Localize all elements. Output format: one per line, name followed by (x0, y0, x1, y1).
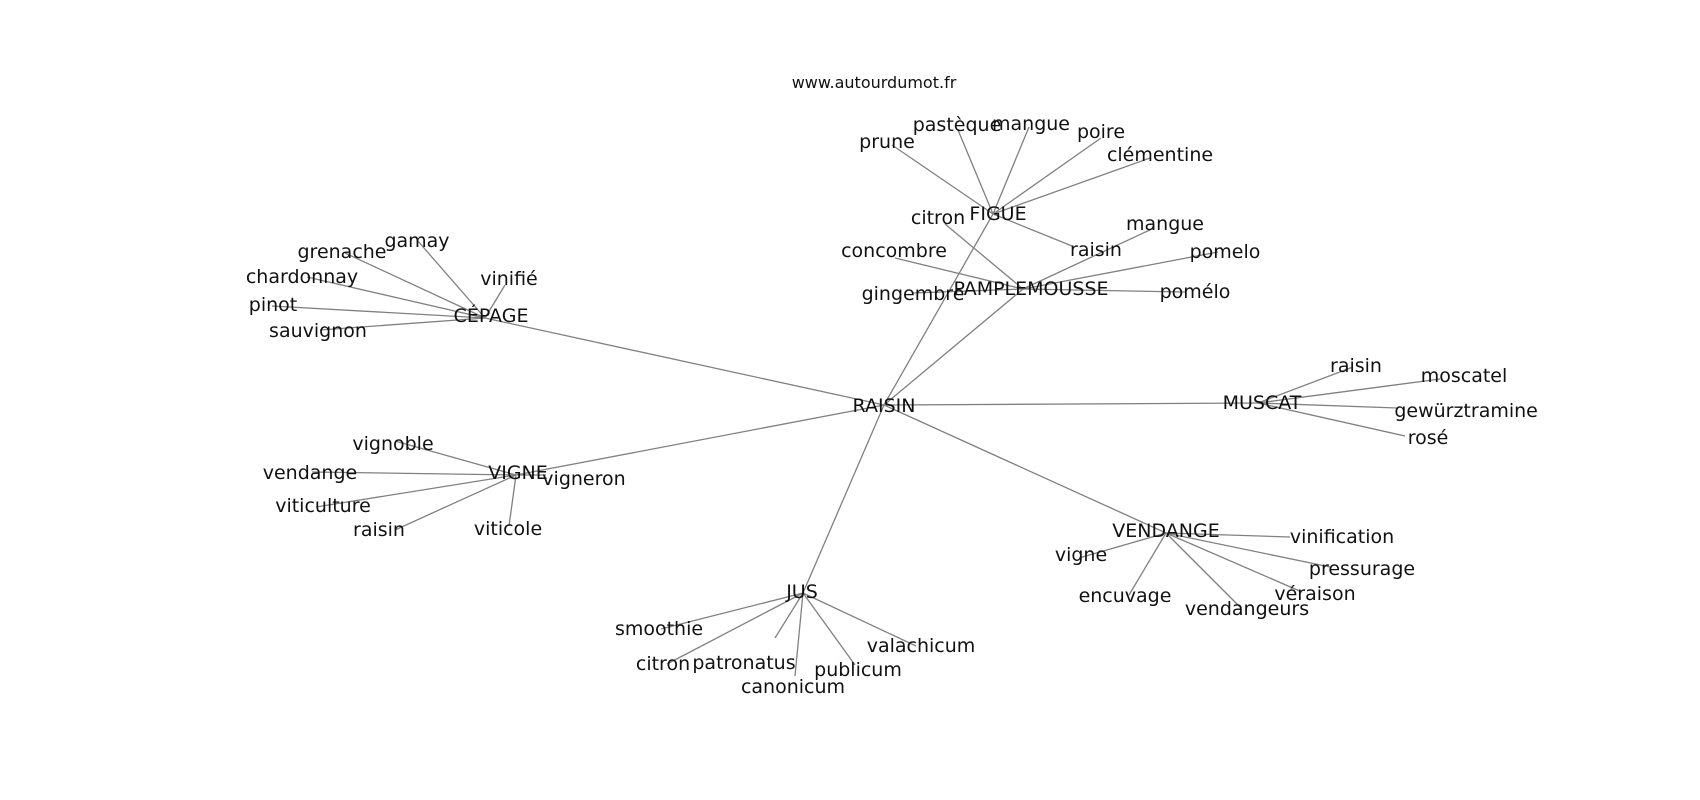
edge-vigne-vendange (311, 471, 517, 476)
node-word-pressurage[interactable]: pressurage (1309, 558, 1415, 580)
edge-pamplemousse-mangue (1022, 227, 1155, 290)
edge-vendange-veraison (1165, 532, 1303, 593)
node-word-patronatus[interactable]: patronatus (692, 652, 795, 674)
node-word-grenache[interactable]: grenache (297, 241, 386, 263)
edge-center-vigne (515, 404, 885, 476)
edge-vigne-viticole (508, 474, 517, 527)
edge-jus-citron (666, 592, 804, 665)
edge-cepage-gamay (416, 239, 486, 319)
edge-pamplemousse-pomelo (1022, 288, 1186, 293)
edge-figue-clementine (992, 157, 1151, 215)
node-word-clementine[interactable]: clémentine (1107, 144, 1213, 166)
node-word-sauvignon[interactable]: sauvignon (269, 320, 367, 342)
edge-center-figue (883, 213, 994, 406)
node-word-citron[interactable]: citron (911, 207, 965, 229)
node-word-mangue[interactable]: mangue (1126, 213, 1204, 235)
edge-center-muscat (883, 402, 1259, 406)
edge-pamplemousse-citron (944, 223, 1024, 290)
node-word-vigne[interactable]: vigne (1055, 544, 1107, 566)
edge-figue-mangue (992, 126, 1030, 215)
node-hub-jus[interactable]: JUS (785, 581, 818, 603)
edge-cepage-chardonnay (306, 276, 486, 319)
node-word-vendangeurs[interactable]: vendangeurs (1185, 598, 1309, 620)
edge-figue-prune (891, 144, 994, 215)
node-hub-figue[interactable]: FIGUE (969, 203, 1026, 225)
node-word-vigneron[interactable]: vigneron (542, 468, 625, 490)
edge-jus-smoothie (660, 592, 804, 630)
edge-muscat-moscatel (1257, 378, 1441, 404)
node-hub-vendange[interactable]: VENDANGE (1112, 520, 1219, 542)
node-word-rose[interactable]: rosé (1408, 427, 1449, 449)
edge-vendange-vigne (1078, 532, 1167, 559)
node-word-raisin[interactable]: raisin (1070, 239, 1122, 261)
edge-center-jus (802, 404, 885, 594)
node-word-raisin[interactable]: raisin (353, 519, 405, 541)
node-word-gamay[interactable]: gamay (384, 230, 449, 252)
edge-jus-patronatus (774, 592, 804, 639)
node-word-moscatel[interactable]: moscatel (1421, 365, 1508, 387)
edge-cepage-sauvignon (319, 317, 486, 331)
edge-figue-poire (992, 137, 1102, 215)
node-word-pinot[interactable]: pinot (249, 294, 297, 316)
node-word-gewurztraminer[interactable]: gewürztraminer (1394, 400, 1546, 422)
edge-cepage-vinifie (484, 284, 506, 319)
node-word-canonicum[interactable]: canonicum (741, 676, 845, 698)
node-word-encuvage[interactable]: encuvage (1079, 585, 1172, 607)
edge-vendange-vinification (1165, 532, 1291, 538)
edge-jus-publicum (802, 592, 856, 666)
edge-muscat-raisin (1257, 366, 1354, 404)
node-word-mangue[interactable]: mangue (992, 113, 1070, 135)
node-hub-muscat[interactable]: MUSCAT (1223, 392, 1302, 414)
node-word-viticulture[interactable]: viticulture (275, 495, 371, 517)
node-word-viticole[interactable]: viticole (474, 518, 542, 540)
node-word-veraison[interactable]: véraison (1274, 583, 1355, 605)
node-word-vinifie[interactable]: vinifié (480, 268, 538, 290)
edge-jus-canonicum (794, 592, 804, 677)
node-word-vendange[interactable]: vendange (263, 462, 357, 484)
node-word-prune[interactable]: prune (859, 131, 915, 153)
edge-vigne-viticulture (315, 474, 517, 508)
edge-cepage-pinot (271, 305, 486, 319)
edge-center-pamplemousse (883, 288, 1024, 406)
node-center-raisin[interactable]: RAISIN (853, 395, 916, 417)
edge-vendange-vendangeurs (1165, 532, 1242, 609)
node-word-pomelo[interactable]: pomélo (1160, 281, 1231, 303)
edge-jus-valachicum (802, 592, 917, 647)
node-word-valachicum[interactable]: valachicum (867, 635, 976, 657)
node-word-pomelo[interactable]: pomelo (1190, 241, 1261, 263)
node-hub-cepage[interactable]: CÉPAGE (454, 304, 529, 327)
edge-vendange-encuvage (1128, 532, 1167, 596)
edge-muscat-rose (1257, 402, 1406, 437)
node-word-publicum[interactable]: publicum (814, 659, 902, 681)
edge-vigne-vignoble (394, 440, 517, 476)
edge-vigne-raisin (394, 474, 517, 531)
node-word-pasteque[interactable]: pastèque (913, 114, 1002, 136)
node-hub-vigne[interactable]: VIGNE (488, 462, 548, 484)
node-word-vinification[interactable]: vinification (1290, 526, 1394, 548)
node-word-raisin[interactable]: raisin (1330, 355, 1382, 377)
edge-pamplemousse-pomelo (1022, 251, 1219, 290)
edge-center-cepage (484, 317, 885, 406)
edge-muscat-gewurztraminer (1257, 402, 1398, 409)
edge-pamplemousse-concombre (894, 257, 1024, 290)
node-hub-pamplemousse[interactable]: PAMPLEMOUSSE (953, 278, 1108, 300)
node-word-vignoble[interactable]: vignoble (352, 433, 433, 455)
edge-figue-pasteque (957, 129, 994, 215)
node-word-chardonnay[interactable]: chardonnay (246, 266, 358, 288)
node-word-citron[interactable]: citron (636, 653, 690, 675)
node-word-smoothie[interactable]: smoothie (615, 618, 703, 640)
node-word-poire[interactable]: poire (1077, 121, 1125, 143)
edge-figue-raisin (992, 213, 1073, 247)
node-word-concombre[interactable]: concombre (841, 240, 947, 262)
edge-vendange-pressurage (1165, 532, 1331, 568)
edges (271, 126, 1441, 677)
edge-center-vendange (883, 404, 1167, 534)
source-url[interactable]: www.autourdumot.fr (792, 73, 957, 92)
node-word-gingembre[interactable]: gingembre (862, 283, 965, 305)
edge-pamplemousse-gingembre (912, 288, 1024, 294)
edge-cepage-grenache (344, 252, 486, 319)
